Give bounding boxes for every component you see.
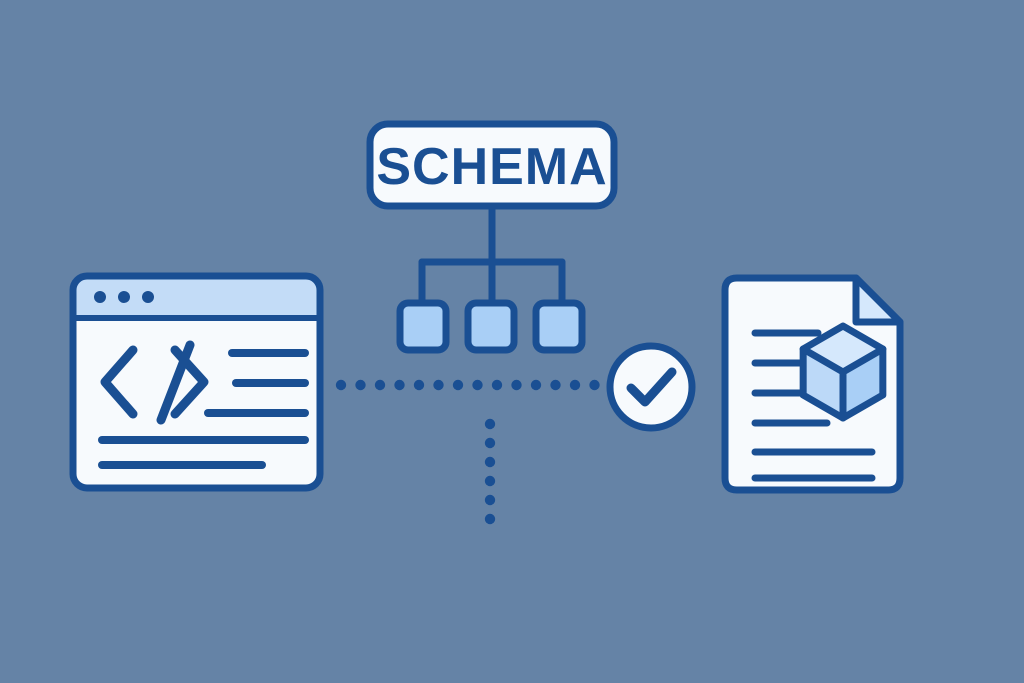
schema-node-1 [396, 299, 450, 354]
schema-tree-connectors [418, 202, 566, 310]
code-window-body [73, 276, 320, 488]
code-window-outline [69, 272, 324, 492]
code-window-text-lines [98, 349, 309, 469]
output-document-group [721, 274, 904, 494]
connector-dot [484, 437, 496, 449]
connector-dot [433, 379, 444, 391]
schema-label-text: SCHEMA [376, 138, 607, 196]
connector-dot [530, 379, 542, 391]
code-window-traffic-dots [94, 291, 154, 303]
connector-dot [335, 379, 347, 391]
connector-dot [374, 379, 386, 391]
check-mark-icon [626, 367, 677, 407]
connector-dot [550, 379, 561, 391]
schema-node-3 [532, 299, 586, 354]
connector-dot [413, 379, 425, 391]
connector-dot [484, 494, 496, 506]
connector-dot [589, 379, 600, 391]
connector-dot [452, 379, 464, 391]
connector-dot [484, 456, 496, 468]
code-window-titlebar [73, 276, 320, 318]
schema-tree-nodes [396, 299, 586, 354]
connector-dot [484, 418, 496, 430]
vertical-dotted-connector [484, 418, 496, 525]
cube-icon [799, 322, 887, 422]
connector-dot [569, 379, 581, 391]
window-dot-1 [94, 291, 106, 303]
check-badge-circle [606, 342, 696, 432]
window-dot-3 [142, 291, 154, 303]
connector-dot [484, 475, 496, 487]
connector-dot [355, 379, 366, 391]
connector-dot [472, 379, 483, 391]
document-fold-corner [852, 274, 904, 326]
code-window-group [69, 272, 324, 492]
connector-dot [484, 513, 496, 525]
connector-dot [394, 379, 405, 391]
connector-dot [491, 379, 503, 391]
schema-label-group: SCHEMA [366, 120, 618, 210]
schema-node-2 [464, 299, 518, 354]
horizontal-dotted-connector [335, 379, 600, 391]
validation-check-badge [606, 342, 696, 432]
connector-dot [511, 379, 522, 391]
code-brackets-icon [100, 340, 209, 425]
cube-inner-edges [799, 345, 887, 422]
window-dot-2 [118, 291, 130, 303]
